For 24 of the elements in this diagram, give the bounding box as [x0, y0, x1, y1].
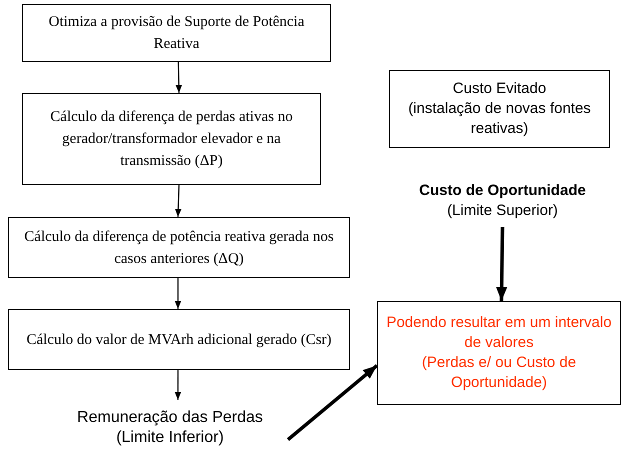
node-subtext: (Limite Superior) [447, 201, 558, 221]
process-box [8, 217, 350, 278]
node-subtext: (Limite Inferior) [116, 428, 224, 448]
node-text: Otimiza a provisão de Suporte de Potência Reativa [48, 13, 306, 54]
node-text: Podendo resultar em um intervalo de valores [385, 313, 613, 353]
node-text: Remuneração das Perdas [77, 408, 263, 428]
node-text: Cálculo da diferença de potência reativa gerada nos casos anteriores (ΔQ) [23, 228, 335, 268]
process-box [377, 301, 621, 405]
node-text: Custo de Oportunidade [419, 181, 586, 201]
arrow [176, 62, 182, 94]
arrow [175, 184, 182, 218]
arrow [174, 370, 182, 400]
arrow [496, 226, 508, 302]
process-box [389, 70, 610, 148]
node-subtext: (instalação de novas fontes reativas) [407, 99, 592, 139]
process-box [22, 93, 321, 185]
process-box [8, 309, 350, 370]
node-text: Custo Evitado [452, 79, 546, 99]
arrow [174, 278, 182, 309]
node-text: Cálculo do valor de MVArh adicional gerado (Csr) [26, 330, 332, 350]
arrow [286, 364, 378, 441]
node-subtext: (Perdas e/ ou Custo de Oportunidade) [420, 353, 578, 393]
process-box [22, 4, 331, 62]
node-text: Cálculo da diferença de perdas ativas no gerador/transformador elevador e na transmissão (ΔP) [49, 108, 294, 171]
